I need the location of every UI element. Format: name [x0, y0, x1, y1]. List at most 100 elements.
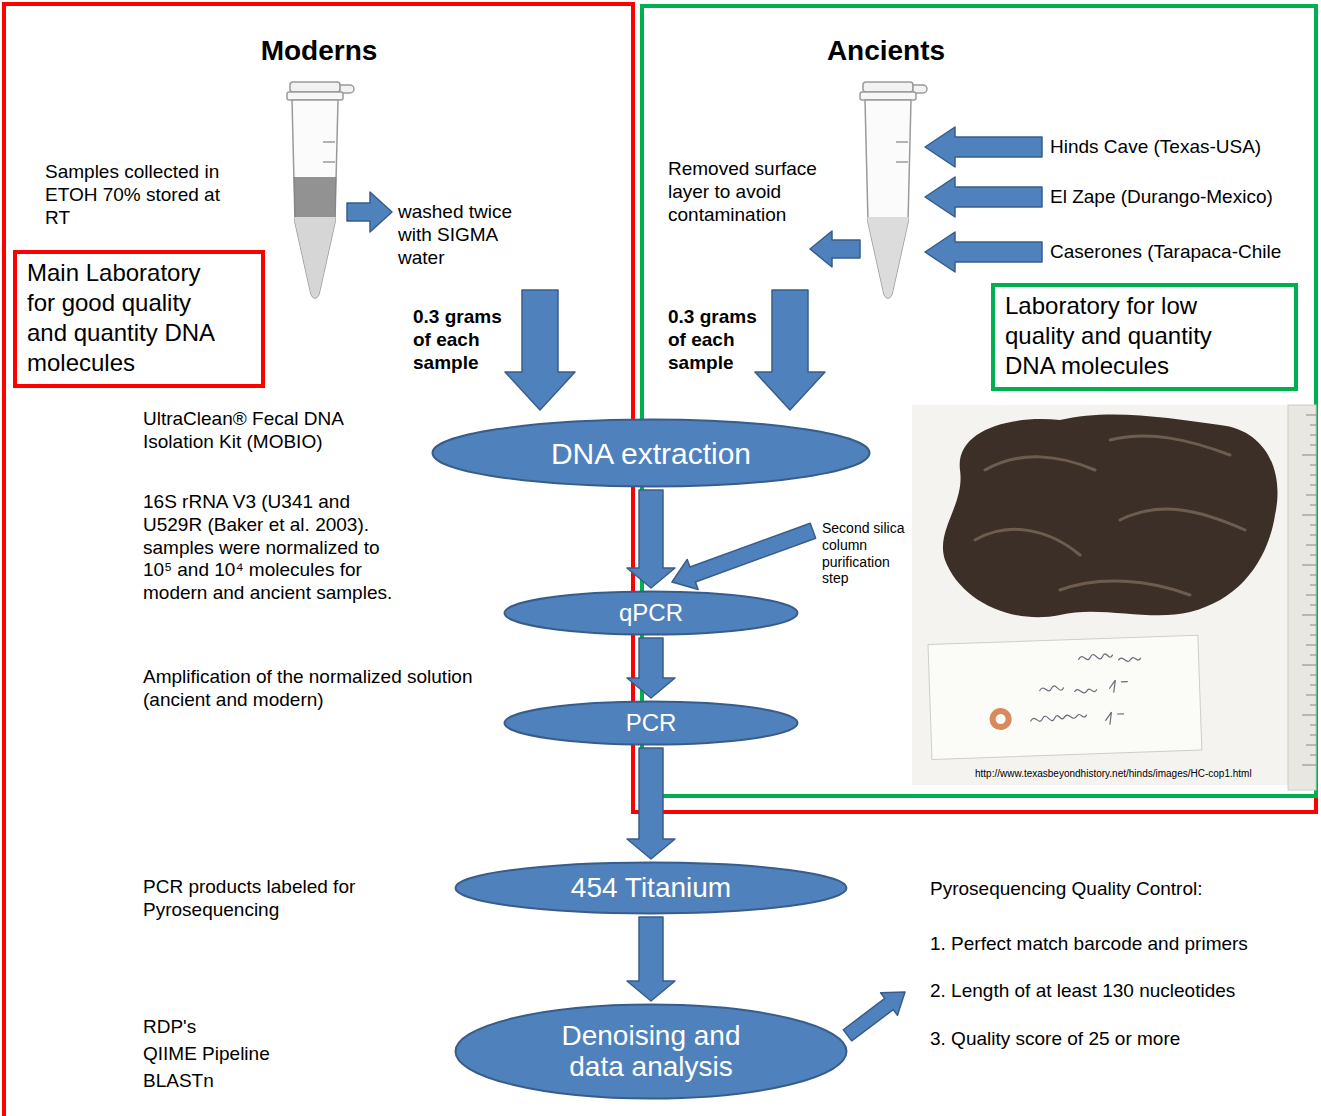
source-url: http://www.texasbeyondhistory.net/hinds/… [975, 768, 1252, 780]
coprolite-photo [1310, 575, 1316, 576]
coprolite-photo [1302, 565, 1316, 566]
coprolite-photo [1302, 455, 1316, 456]
sample-tube [860, 92, 916, 100]
ellipse-text: Denoising and data analysis [546, 1021, 756, 1083]
amount-note: 0.3 grams of each sample [668, 306, 773, 374]
coprolite-photo [943, 414, 1278, 617]
method-note: Amplification of the normalized solution… [143, 666, 473, 712]
ellipse-fill [505, 702, 798, 745]
method-note: UltraClean® Fecal DNA Isolation Kit (MOB… [143, 408, 378, 454]
box-text: Laboratory for low quality and quantity … [1005, 291, 1264, 381]
sample-tube [865, 100, 911, 298]
method-note: PCR products labeled for Pyrosequencing [143, 876, 403, 922]
site-label: Hinds Cave (Texas-USA) [1050, 136, 1261, 159]
coprolite-photo [1302, 615, 1316, 616]
flow-arrow [627, 638, 675, 698]
coprolite-photo [928, 635, 1202, 759]
block-arrow [755, 290, 825, 410]
sample-tube [863, 82, 913, 92]
process-ellipse: DNA extraction [431, 418, 871, 488]
step-note: Second silica column purification step [822, 520, 910, 587]
coprolite-photo [1310, 425, 1316, 426]
coprolite-photo [1306, 695, 1316, 696]
coprolite-photo [1310, 525, 1316, 526]
coprolite-photo [1302, 715, 1316, 716]
coprolite-photo [1306, 495, 1316, 496]
region-heading: Ancients [786, 34, 986, 68]
block-arrow [925, 177, 1042, 217]
coprolite-photo [1288, 405, 1316, 790]
coprolite-photo [1310, 485, 1316, 486]
coprolite-photo [1302, 765, 1316, 766]
coprolite-photo [1310, 555, 1316, 556]
ellipse-text: PCR [626, 710, 677, 736]
site-label: El Zape (Durango-Mexico) [1050, 186, 1273, 209]
coprolite-photo [995, 714, 1005, 724]
site-label: Caserones (Tarapaca-Chile [1050, 241, 1281, 264]
amount-note: 0.3 grams of each sample [413, 306, 518, 374]
coprolite-photo [1310, 725, 1316, 726]
sample-tube [290, 82, 340, 92]
sample-tube [860, 82, 927, 298]
ellipse-fill [433, 420, 870, 487]
coprolite-photo [1306, 595, 1316, 596]
coprolite-photo [1302, 415, 1316, 765]
coprolite-photo [1060, 581, 1190, 595]
coprolite-photo [1302, 665, 1316, 666]
tool-name: RDP's [143, 1016, 196, 1039]
coprolite-photo [912, 405, 1316, 790]
coprolite-photo [1306, 745, 1316, 746]
sample-tube [868, 217, 909, 298]
coprolite-photo [1310, 625, 1316, 626]
ellipse-fill [456, 863, 847, 914]
sample-tube [294, 177, 337, 217]
coprolite-photo [975, 529, 1080, 555]
coprolite-photo [1302, 515, 1316, 516]
ellipse-text: 454 Titanium [571, 873, 731, 904]
coprolite-photo [1306, 415, 1316, 416]
block-arrow [925, 232, 1042, 272]
qc-item: 3. Quality score of 25 or more [930, 1028, 1180, 1051]
coprolite-photo [1306, 545, 1316, 546]
step-note: Removed surface layer to avoid contamina… [668, 158, 818, 226]
ellipse-fill [456, 1005, 847, 1099]
coprolite-photo [1310, 685, 1316, 686]
block-arrow [347, 192, 392, 232]
ellipse-fill [505, 592, 798, 635]
region-heading: Moderns [5, 34, 633, 68]
process-ellipse: 454 Titanium [454, 861, 848, 915]
method-note: 16S rRNA V3 (U341 and U529R (Baker et al… [143, 491, 411, 605]
coprolite-photo [1120, 509, 1245, 530]
coprolite-photo [1031, 712, 1124, 727]
coprolite-photo [1310, 535, 1316, 536]
block-arrow [925, 127, 1042, 167]
coprolite-photo [928, 635, 1202, 759]
coprolite-photo [1310, 655, 1316, 656]
coprolite-photo [1310, 585, 1316, 586]
coprolite-photo [1310, 675, 1316, 676]
process-ellipse: PCR [503, 700, 799, 746]
coprolite-photo [1310, 435, 1316, 436]
block-arrow [839, 981, 913, 1047]
flow-arrow [627, 748, 675, 859]
coprolite-photo [1310, 755, 1316, 756]
region-outline [640, 4, 1318, 798]
block-arrow [505, 290, 575, 410]
coprolite-photo [989, 708, 1012, 731]
block-arrow [667, 516, 819, 597]
qc-heading: Pyrosequencing Quality Control: [930, 878, 1202, 901]
sample-tube [287, 92, 343, 100]
coprolite-photo [1310, 475, 1316, 476]
sample-tube [896, 161, 908, 163]
process-ellipse: Denoising and data analysis [454, 1003, 848, 1100]
sample-tube [287, 82, 354, 298]
coprolite-photo [1310, 465, 1316, 466]
coprolite-photo [1310, 705, 1316, 706]
block-arrow [810, 231, 860, 267]
tool-name: BLASTn [143, 1070, 214, 1093]
tool-name: QIIME Pipeline [143, 1043, 270, 1066]
coprolite-photo [1310, 735, 1316, 736]
region-border [642, 6, 1316, 796]
flow-arrow [627, 917, 675, 1001]
coprolite-photo [1078, 653, 1140, 663]
